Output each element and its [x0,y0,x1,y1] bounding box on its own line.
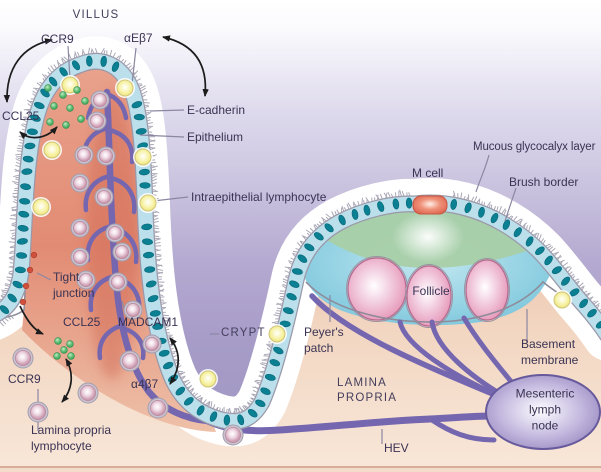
intraepithelial-lymphocyte-cell [268,325,286,343]
bidirectional-arrow-ccl25-lymphocyte [61,358,73,403]
follicle-ring [464,258,510,322]
mesenteric-lymph-node-shape [485,374,601,450]
ccl25-chemokine-dot [67,352,75,360]
hev-branch [429,417,497,443]
follicle-right [465,259,509,321]
bottom-edge-line [0,466,601,468]
bidirectional-arrow-ccl25-epithelium [19,126,58,140]
intraepithelial-lymphocyte-cell [553,291,571,309]
ccl25-chemokine-dot [44,84,52,92]
intraepithelial-lymphocyte-cell [43,141,61,159]
ccl25-chemokine-dot [66,104,74,112]
m-cell [412,195,448,215]
dome-highlight [392,211,464,263]
ccl25-chemokine-dot [77,115,85,123]
intraepithelial-lymphocyte-cell [134,148,152,166]
ccl25-chemokine-dot [62,121,70,129]
exchange-arrows [3,35,209,403]
ccl25-chemokine-dot [60,346,68,354]
intraepithelial-lymphocyte-cell [199,370,217,388]
cells [12,75,572,446]
tight-junction-dot [26,266,34,274]
arrow-epithelium-to-ccl25 [19,305,44,335]
ccl25-chemokine-dot [53,352,61,360]
bottom-edge-strip [0,468,601,472]
intraepithelial-lymphocyte-cell [32,198,50,216]
tight-junction-dot [22,282,30,290]
peyers-patch [303,205,601,328]
ccl25-chemokine-dot [50,102,58,110]
tight-junction-dot [30,251,38,259]
intraepithelial-lymphocyte-cell [139,194,157,212]
ccl25-chemokine-dot [81,97,89,105]
ccl25-chemokine-dot [66,340,74,348]
tight-junction-dot [19,298,27,306]
ccl25-chemokine-dot [59,91,67,99]
epithelial-nuclei [0,55,601,426]
hev-vessel [204,412,496,435]
lymphatic-2 [397,319,511,403]
bidirectional-arrow-aeb7-ecadherin [162,35,209,97]
bidirectional-arrow-ccr9-ccl25 [3,38,53,103]
ccl25-chemokine-dot [46,118,54,126]
bidirectional-arrow-madcam1-a4b7 [169,337,180,385]
follicle-middle [406,265,452,327]
follicle-ring [405,264,453,328]
intraepithelial-lymphocyte-cell [116,79,134,97]
ccl25-chemokine-dot [73,86,81,94]
ccl25-chemokine-dot [54,337,62,345]
